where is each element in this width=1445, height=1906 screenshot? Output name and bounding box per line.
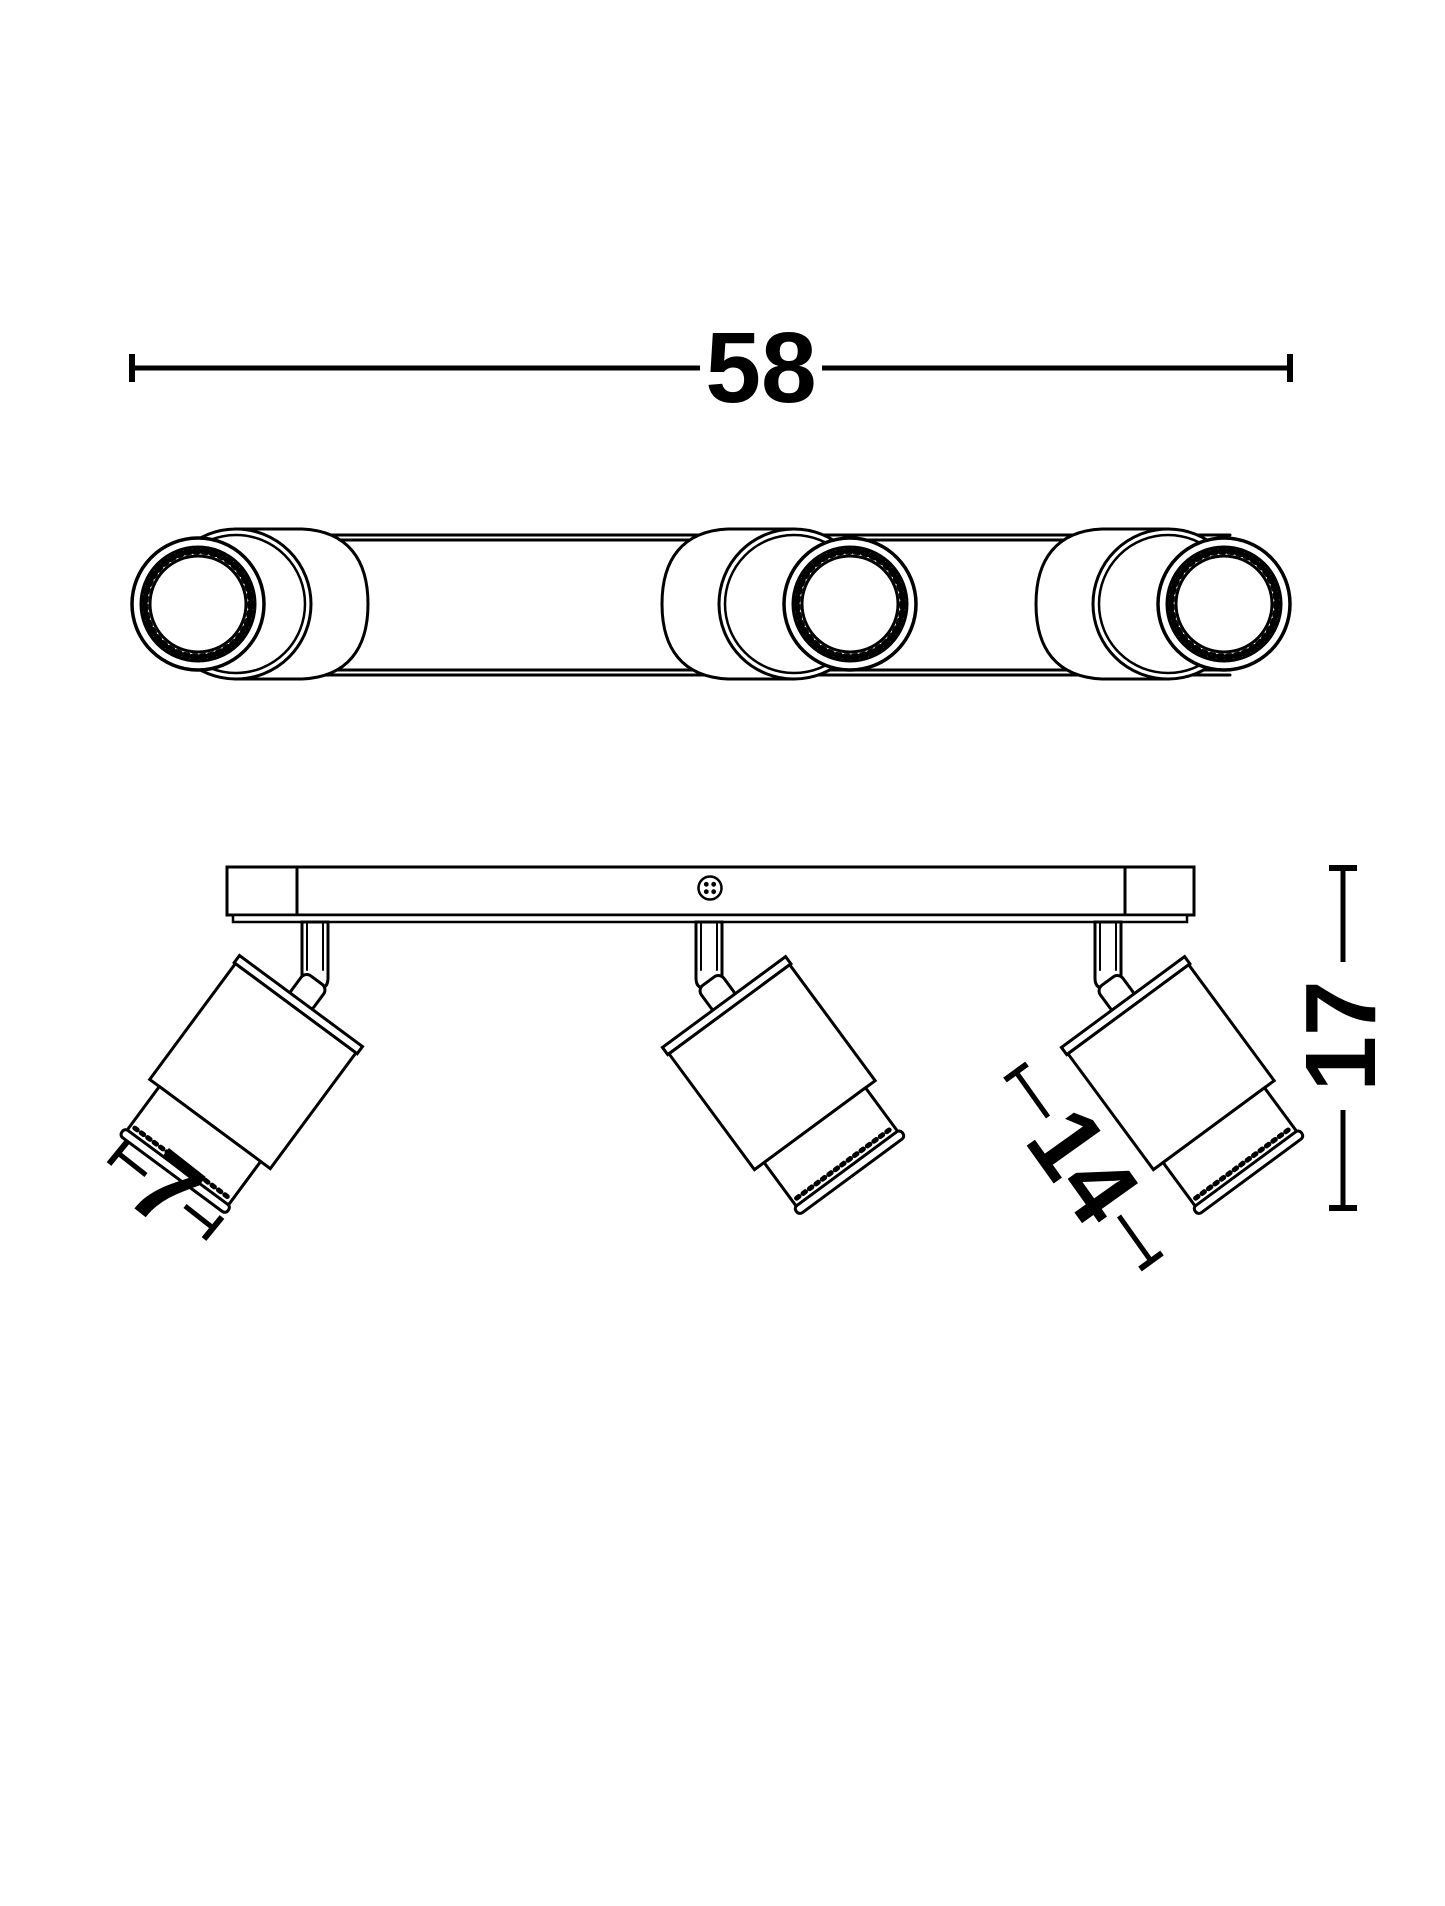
screw-dot xyxy=(703,881,709,887)
dim-height-value: 17 xyxy=(1285,980,1397,1091)
dim-tick xyxy=(201,1215,225,1241)
lens-knurl xyxy=(793,547,907,661)
front-view xyxy=(130,527,1292,681)
front-head-middle xyxy=(660,527,918,681)
screw-dot xyxy=(711,889,717,895)
head-knurl xyxy=(794,1126,893,1201)
screw-icon xyxy=(697,875,723,901)
dim-tick xyxy=(106,1140,130,1166)
dim-line xyxy=(116,1151,148,1177)
side-head-right xyxy=(1059,954,1305,1215)
head-lens-lip xyxy=(119,1128,231,1214)
side-head-left xyxy=(119,953,365,1214)
front-head-left xyxy=(130,527,370,681)
dim-line xyxy=(1013,1070,1051,1119)
side-head-middle xyxy=(660,954,906,1215)
lens-glass xyxy=(800,554,900,654)
lens-knurl xyxy=(1167,547,1281,661)
dim-tick xyxy=(1003,1061,1029,1083)
head-knurl xyxy=(132,1125,231,1200)
side-view xyxy=(119,865,1305,1215)
screw-dot xyxy=(711,881,717,887)
dim-height: 17 xyxy=(1285,865,1397,1211)
head-knurl xyxy=(1193,1126,1292,1201)
head-lens-lip xyxy=(793,1129,906,1215)
screw-outline xyxy=(697,875,723,901)
dim-width-value: 58 xyxy=(705,312,816,424)
head-lens-lip xyxy=(1192,1129,1305,1215)
lens-knurl xyxy=(141,547,255,661)
dim-width: 58 xyxy=(129,312,1293,424)
screw-dot xyxy=(703,889,709,895)
side-mount-bar xyxy=(225,865,1196,924)
lens-glass xyxy=(148,554,248,654)
dim-line xyxy=(183,1204,215,1230)
dim-tick xyxy=(1138,1250,1164,1272)
front-head-right xyxy=(1034,527,1292,681)
lens-glass xyxy=(1174,554,1274,654)
dim-line xyxy=(1116,1214,1154,1263)
